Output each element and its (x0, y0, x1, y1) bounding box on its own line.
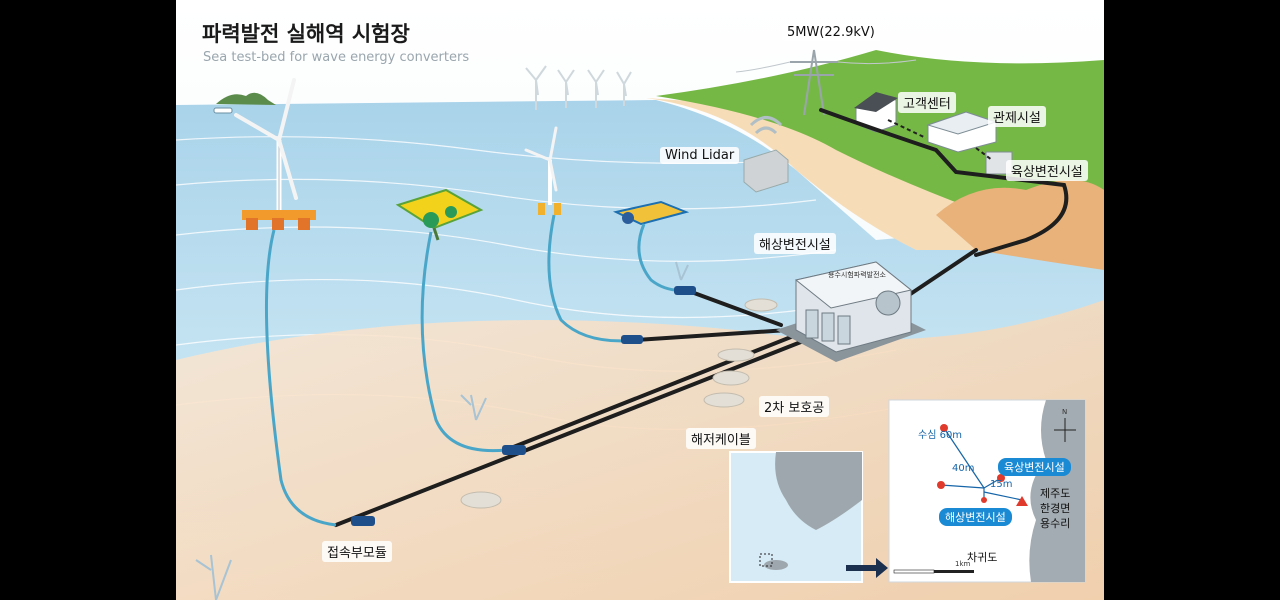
location-line-1: 제주도 (1040, 487, 1071, 500)
island-label: 차귀도 (967, 551, 998, 564)
corals (195, 261, 689, 600)
depth-15-label: 15m (990, 479, 1013, 490)
wave-energy-converter-1 (395, 188, 484, 241)
map-arrow (846, 558, 888, 578)
control-facility-label: 관제시설 (988, 106, 1046, 127)
page-title: 파력발전 실해역 시험장 (202, 22, 410, 46)
protection-rocks (460, 298, 778, 509)
control-facility-building (926, 111, 998, 153)
offshore-substation (776, 261, 926, 362)
location-line-3: 용수리 (1040, 517, 1071, 530)
sand-dune (936, 180, 1104, 270)
fixed-wind-turbine (524, 126, 561, 215)
power-capacity-label: 5MW(22.9kV) (782, 24, 880, 41)
north-label: N (1062, 408, 1068, 416)
seabed (176, 300, 1104, 600)
depth-40-label: 40m (952, 463, 975, 474)
wind-lidar-label: Wind Lidar (660, 147, 740, 164)
illustration: 파력발전 실해역 시험장 Sea test-bed for wave energ… (176, 0, 1104, 600)
korea-locator-map (729, 451, 863, 583)
customer-center-label: 고객센터 (898, 92, 956, 113)
scale-label: 1km (955, 560, 971, 568)
subsea-cables (334, 108, 1069, 527)
wind-lidar (743, 116, 789, 193)
customer-center-building (854, 92, 898, 133)
connection-modules (351, 286, 696, 526)
power-pylon (735, 49, 917, 116)
island (216, 92, 276, 105)
far-turbines (525, 65, 632, 110)
map-offshore-substation-badge: 해상변전시설 (939, 508, 1012, 526)
map-onshore-substation-badge: 육상변전시설 (998, 458, 1071, 476)
page-subtitle: Sea test-bed for wave energy converters (203, 50, 470, 65)
depth-60-label: 수심 60m (918, 430, 963, 441)
boat (213, 107, 233, 114)
location-line-2: 한경면 (1040, 502, 1071, 515)
scale-bar (893, 569, 974, 574)
secondary-protection-label: 2차 보호공 (759, 396, 830, 417)
wave-energy-converter-2 (612, 200, 690, 226)
site-detail-map (888, 399, 1086, 583)
floating-wind-turbine (234, 78, 316, 230)
connection-module-label: 접속부모듈 (322, 541, 392, 562)
offshore-substation-label: 해상변전시설 (754, 233, 836, 254)
land-connections (887, 119, 993, 161)
substation-sign: 용수시험파력발전소 (828, 271, 886, 279)
onshore-substation-label: 육상변전시설 (1006, 160, 1088, 181)
subsea-cable-label: 해저케이블 (686, 428, 756, 449)
